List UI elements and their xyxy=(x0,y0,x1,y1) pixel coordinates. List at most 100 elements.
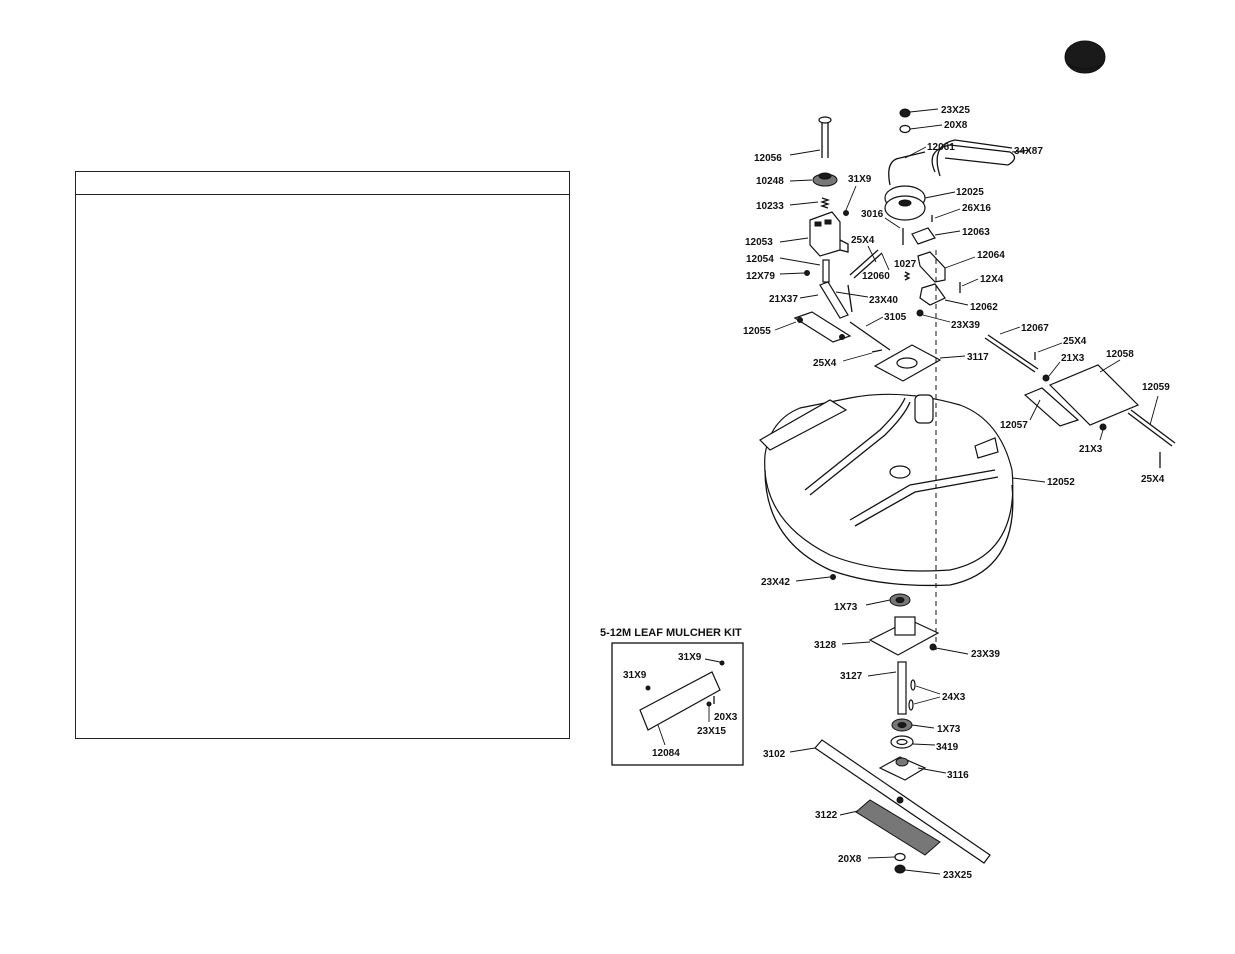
label-31x9: 31X9 xyxy=(848,174,872,185)
nut-23x25-bottom xyxy=(894,864,941,875)
label-12025: 12025 xyxy=(956,187,984,198)
kit-nut-23x15 xyxy=(706,701,712,722)
bracket-12064 xyxy=(917,251,976,283)
label-23x25-bottom: 23X25 xyxy=(943,870,972,881)
label-10233: 10233 xyxy=(756,201,784,212)
parts-table-header xyxy=(76,172,569,195)
bearing-1x73-upper xyxy=(865,593,911,607)
label-12059: 12059 xyxy=(1142,382,1170,393)
label-12056: 12056 xyxy=(754,153,782,164)
axle-12055 xyxy=(774,311,852,343)
label-kit-12084: 12084 xyxy=(652,748,680,759)
label-12055: 12055 xyxy=(743,326,771,337)
pulley-12025 xyxy=(884,185,956,221)
nut-23x42 xyxy=(795,574,836,582)
parts-list-table xyxy=(75,171,570,739)
rod-3105 xyxy=(849,316,891,351)
washer-3419 xyxy=(890,735,936,749)
pin-12054 xyxy=(779,257,830,283)
nut-23x25-top xyxy=(899,108,939,118)
label-1x73-a: 1X73 xyxy=(834,602,858,613)
mulcher-kit-plate-12084 xyxy=(639,671,721,746)
label-12052: 12052 xyxy=(1047,477,1075,488)
label-25x4-c: 25X4 xyxy=(813,358,837,369)
label-12x79: 12X79 xyxy=(746,271,775,282)
isolator-10248 xyxy=(789,172,838,187)
label-12063: 12063 xyxy=(962,227,990,238)
axle-12058 xyxy=(1048,359,1140,426)
pin-25x4-left xyxy=(842,349,883,362)
label-3128: 3128 xyxy=(814,640,837,651)
bracket-12062 xyxy=(919,283,969,306)
plate-3117 xyxy=(873,344,966,382)
label-12058: 12058 xyxy=(1106,349,1134,360)
label-23x39-b: 23X39 xyxy=(971,649,1000,660)
label-25x4-d: 25X4 xyxy=(1141,474,1165,485)
label-21x3-a: 21X3 xyxy=(1061,353,1085,364)
bearing-1x73-lower xyxy=(891,718,935,732)
lever-assembly xyxy=(799,281,869,319)
label-12054: 12054 xyxy=(746,254,774,265)
label-12061: 12061 xyxy=(927,142,955,153)
label-kit-31x9-right: 31X9 xyxy=(678,652,702,663)
label-34x87: 34X87 xyxy=(1014,146,1043,157)
spring-10233 xyxy=(789,197,831,209)
label-3105: 3105 xyxy=(884,312,907,323)
kit-title: 5-12M LEAF MULCHER KIT xyxy=(600,627,742,639)
blade-3102 xyxy=(789,739,991,864)
page-tab-mark xyxy=(1064,40,1106,74)
label-12067: 12067 xyxy=(1021,323,1049,334)
kit-screw-31x9-left xyxy=(645,685,651,691)
rod-12059 xyxy=(1127,395,1176,447)
bolt-3016 xyxy=(884,217,904,245)
label-23x42: 23X42 xyxy=(761,577,790,588)
vbelt-34x87 xyxy=(931,139,1031,177)
bolt-12x4 xyxy=(959,278,979,293)
label-23x40: 23X40 xyxy=(869,295,898,306)
key-24x3 xyxy=(908,679,941,711)
clip-21x3-lower xyxy=(1099,423,1107,441)
hub-3116 xyxy=(878,756,947,781)
bracket-12063 xyxy=(911,227,961,245)
label-23x25-top: 23X25 xyxy=(941,105,970,116)
label-25x4-b: 25X4 xyxy=(1063,336,1087,347)
nut-23x39-bottom xyxy=(929,643,969,655)
label-20x8-bottom: 20X8 xyxy=(838,854,862,865)
mulcher-plate-3122 xyxy=(839,799,941,856)
housing-3128 xyxy=(841,616,940,656)
bolt-12056 xyxy=(789,116,832,158)
pin-25x4-right xyxy=(1034,342,1063,360)
label-kit-31x9-left: 31X9 xyxy=(623,670,647,681)
belt-guide-12061 xyxy=(888,146,927,186)
mower-deck-12052 xyxy=(759,393,1046,587)
label-12053: 12053 xyxy=(745,237,773,248)
clip-21x3-upper xyxy=(1042,361,1061,382)
label-21x37: 21X37 xyxy=(769,294,798,305)
label-12x4: 12X4 xyxy=(980,274,1004,285)
label-25x4-a: 25X4 xyxy=(851,235,875,246)
kit-screw-31x9-right xyxy=(704,658,725,666)
label-3102: 3102 xyxy=(763,749,786,760)
leaf-mulcher-kit-box xyxy=(611,642,744,766)
nut-23x39-top xyxy=(916,309,951,323)
key-26x16 xyxy=(931,208,961,222)
label-3127: 3127 xyxy=(840,671,863,682)
label-26x16: 26X16 xyxy=(962,203,991,214)
spring-1027 xyxy=(903,271,911,281)
label-1027: 1027 xyxy=(894,259,917,270)
label-21x3-b: 21X3 xyxy=(1079,444,1103,455)
washer-20x8-top xyxy=(899,124,943,134)
label-3116: 3116 xyxy=(947,770,969,781)
label-kit-20x3: 20X3 xyxy=(714,712,738,723)
screw-31x9 xyxy=(843,185,857,216)
axle-12057 xyxy=(1023,387,1080,427)
label-12060: 12060 xyxy=(862,271,890,282)
label-12057: 12057 xyxy=(1000,420,1028,431)
bracket-12053 xyxy=(779,211,849,257)
label-3122: 3122 xyxy=(815,810,838,821)
rod-12067 xyxy=(984,326,1039,373)
label-3117: 3117 xyxy=(967,352,989,363)
spindle-shaft-3127 xyxy=(867,661,907,715)
label-1x73-b: 1X73 xyxy=(937,724,961,735)
